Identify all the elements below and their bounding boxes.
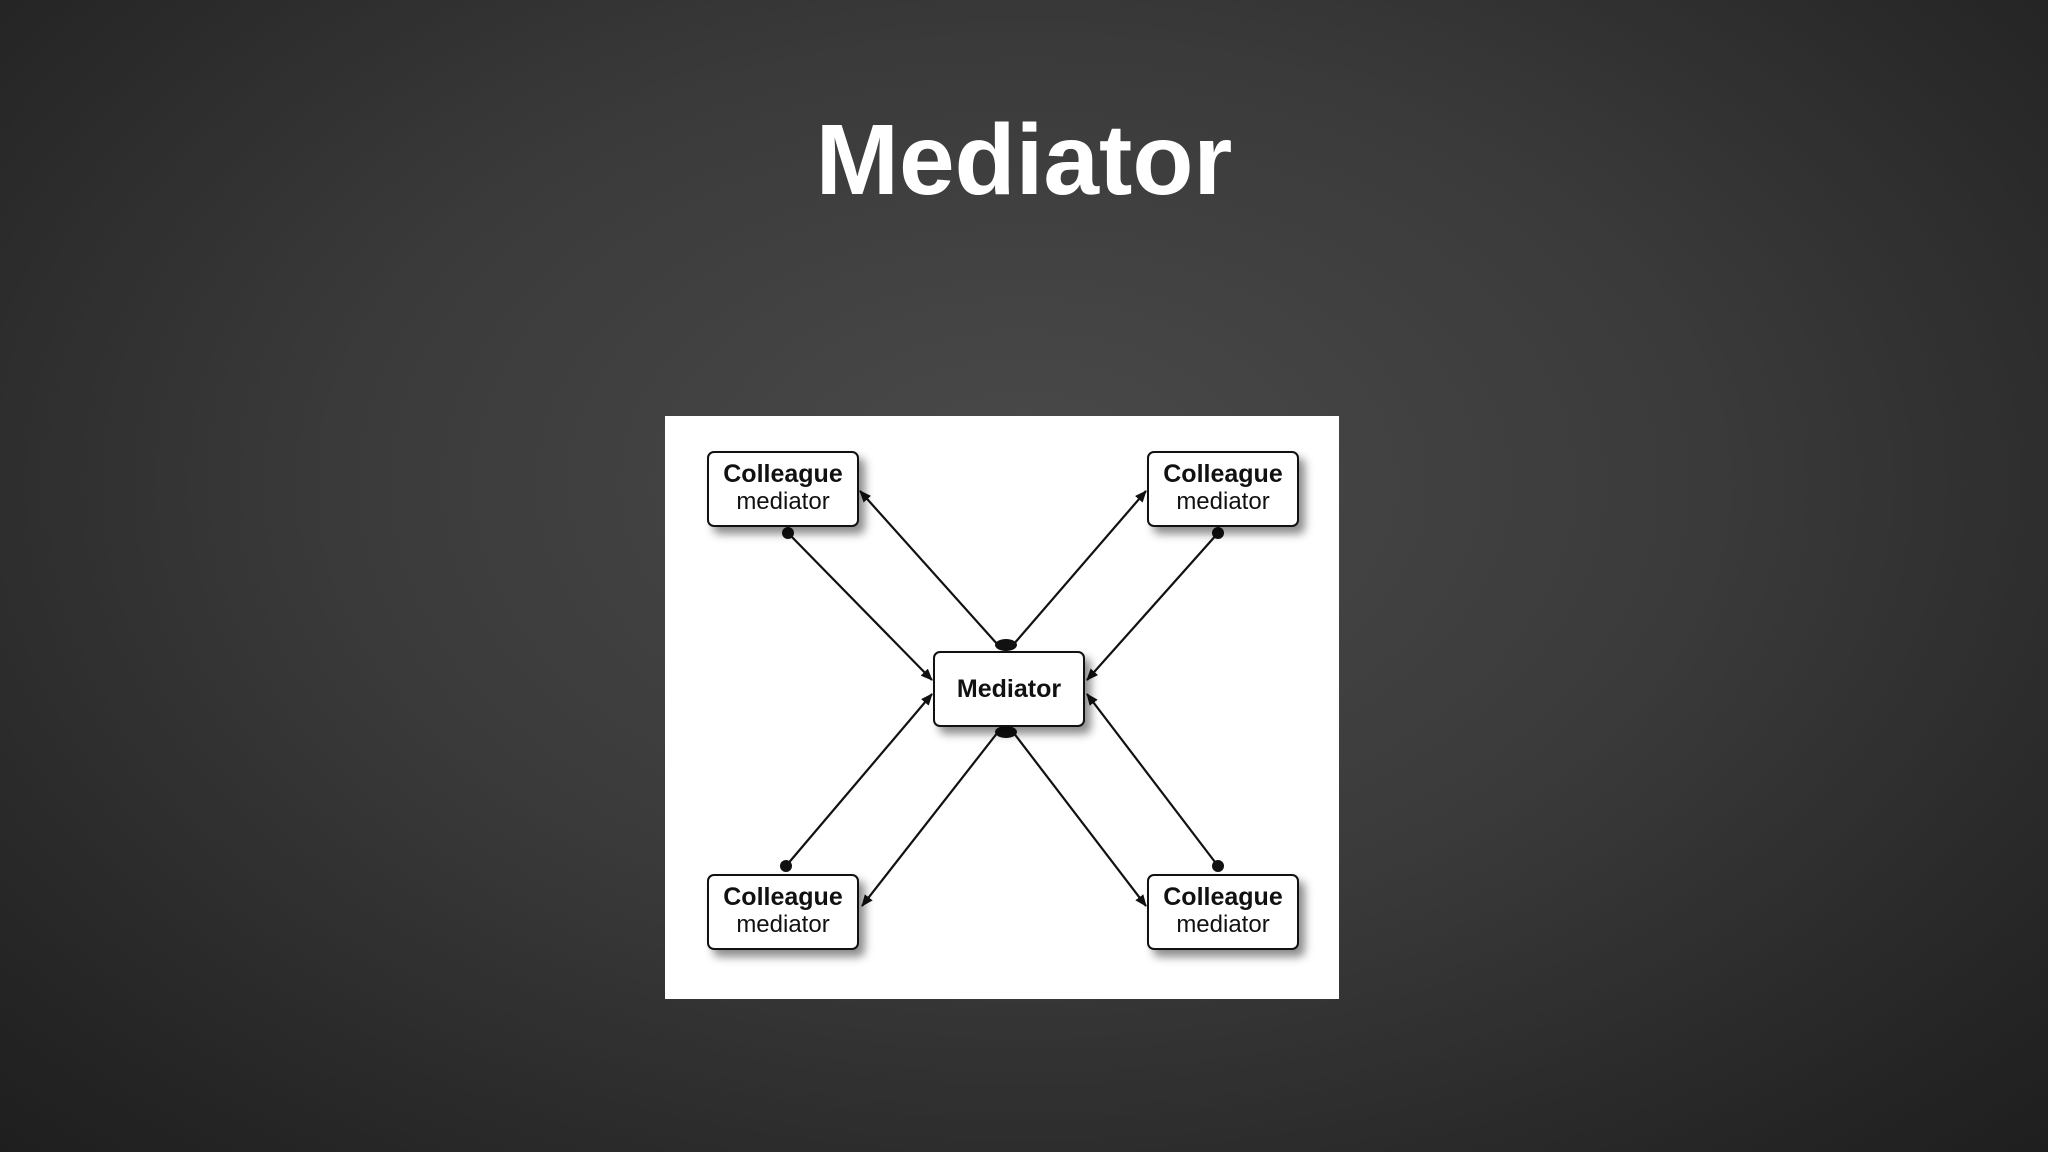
colleague-name: Colleague [723,883,843,911]
connector-dot [1212,860,1224,872]
mediator-label: Mediator [956,675,1062,703]
connector-top-right-to-mediator [1086,532,1219,681]
diagram-panel: Colleague mediator Colleague mediator Me… [665,416,1339,999]
colleague-role: mediator [736,911,830,938]
slide-title: Mediator [815,104,1233,216]
connector-mediator-to-top-left [859,490,999,646]
connector-top-left-to-mediator [787,532,933,681]
connector-dot [1212,527,1224,539]
colleague-node-bottom-left: Colleague mediator [707,874,859,950]
connector-bottom-right-to-mediator [1086,693,1219,867]
connector-bottom-left-to-mediator [785,693,933,867]
colleague-role: mediator [1176,911,1270,938]
colleague-name: Colleague [1163,883,1283,911]
connector-dot [995,639,1017,651]
diagram-connectors [780,490,1224,907]
colleague-role: mediator [1176,488,1270,515]
colleague-node-top-right: Colleague mediator [1147,451,1299,527]
colleague-name: Colleague [723,460,843,488]
connector-dot [995,726,1017,738]
colleague-name: Colleague [1163,460,1283,488]
connector-dot [780,860,792,872]
connector-dot [782,527,794,539]
mediator-node: Mediator [933,651,1085,727]
colleague-node-bottom-right: Colleague mediator [1147,874,1299,950]
colleague-node-top-left: Colleague mediator [707,451,859,527]
connector-mediator-to-bottom-right [1012,731,1147,907]
connector-mediator-to-bottom-left [861,731,999,907]
colleague-role: mediator [736,488,830,515]
connector-mediator-to-top-right [1012,490,1147,646]
